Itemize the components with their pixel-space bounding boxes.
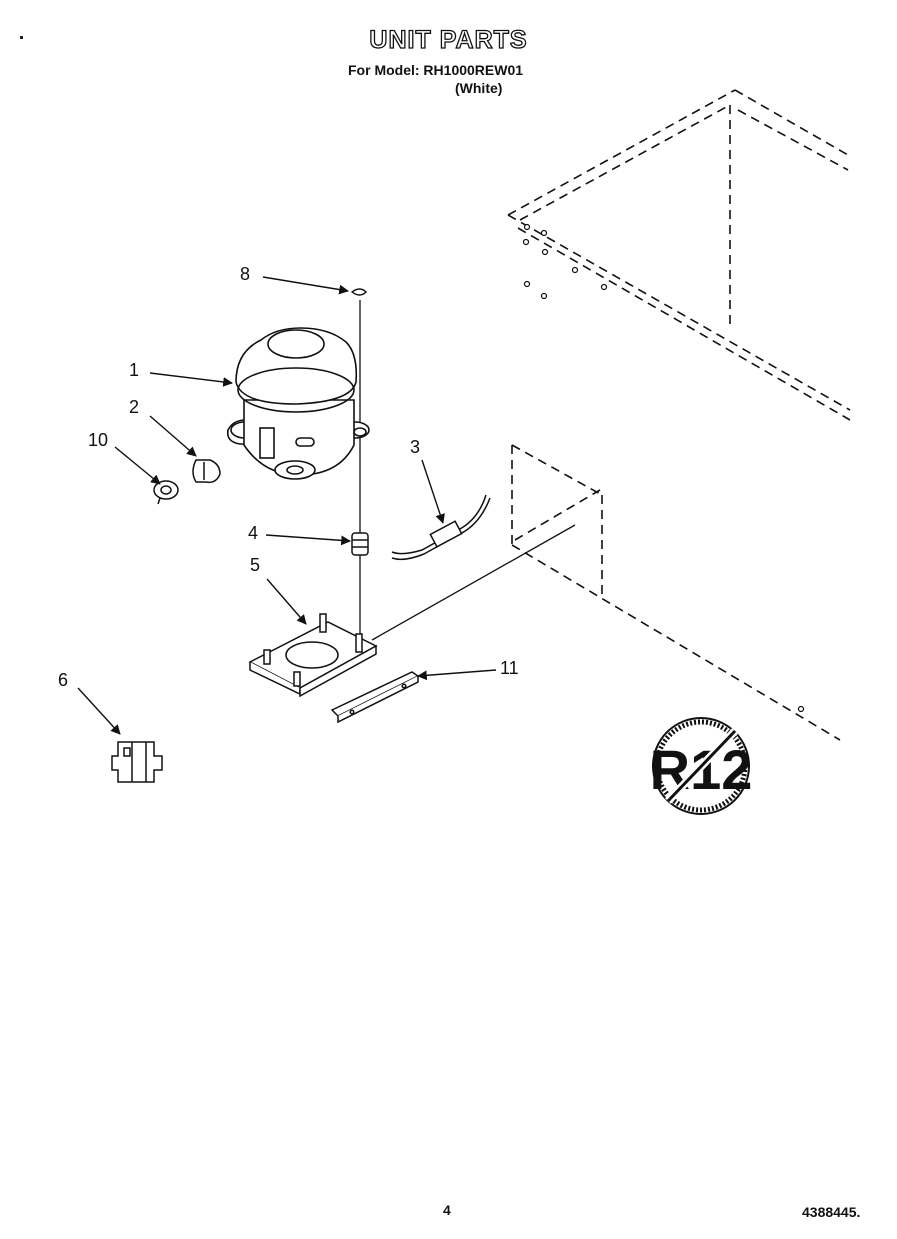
cabinet-outline <box>507 89 851 741</box>
mounting-plate-part-6 <box>248 613 378 698</box>
grommet-part-4 <box>351 532 369 556</box>
callout-2: 2 <box>129 397 140 417</box>
callout-6: 5 <box>250 555 261 575</box>
callout-4: 4 <box>248 523 259 543</box>
color-line: (White) <box>455 80 503 96</box>
callout-11: 11 <box>500 658 519 678</box>
clip-part-5 <box>350 288 367 296</box>
callout-8: 6 <box>58 670 69 690</box>
callout-arrows <box>77 276 497 735</box>
compressor-part-1 <box>226 327 370 480</box>
page-number: 4 <box>443 1202 451 1218</box>
page-title: UNIT PARTS <box>369 25 528 54</box>
bracket-part-11 <box>330 671 420 724</box>
leader-line <box>371 524 576 641</box>
callout-10: 10 <box>88 430 109 450</box>
callout-5: 8 <box>240 264 251 284</box>
relay-part-2 <box>192 459 221 484</box>
callout-3: 3 <box>410 437 421 457</box>
document-number: 4388445. <box>802 1204 861 1220</box>
cabinet-screw-holes <box>522 223 805 713</box>
corner-mark <box>20 36 23 39</box>
callout-1: 1 <box>129 360 140 380</box>
model-line: For Model: RH1000REW01 <box>348 62 524 78</box>
overload-part-10 <box>153 480 179 505</box>
wire-part-3 <box>391 494 491 561</box>
terminal-cover-part-8 <box>111 741 163 783</box>
r12-badge: R12 <box>650 717 752 815</box>
